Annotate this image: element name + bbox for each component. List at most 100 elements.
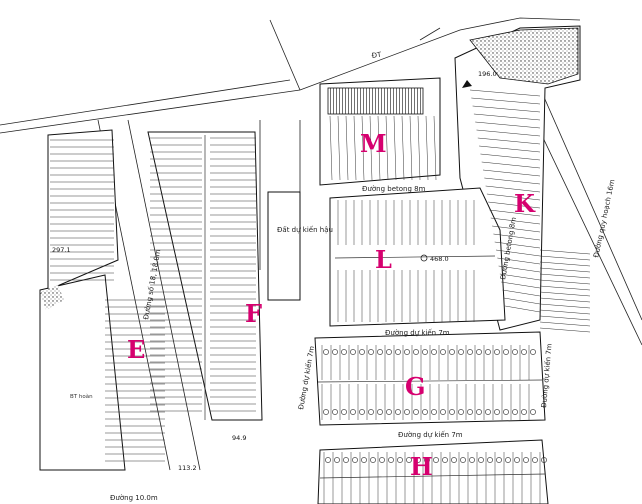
lot-marker — [478, 457, 484, 463]
lot-divider — [353, 115, 357, 181]
road-label-du-kien-bottom: Đường dự kiến 7m — [398, 431, 463, 439]
lot-divider — [393, 115, 397, 181]
lot-marker — [440, 409, 446, 415]
lot-divider — [503, 297, 541, 305]
lot-marker — [323, 409, 329, 415]
lot-marker — [422, 349, 428, 355]
lot-marker — [379, 457, 385, 463]
lot-marker — [458, 349, 464, 355]
zone-g: G — [405, 372, 426, 401]
lot-marker — [332, 349, 338, 355]
lot-marker — [350, 409, 356, 415]
lot-divider — [505, 305, 541, 313]
lot-divider — [337, 115, 341, 181]
lot-marker — [469, 457, 475, 463]
lot-divider — [539, 255, 591, 261]
lot-divider — [539, 297, 591, 303]
road-label-betong-top: Đường betong 8m — [362, 185, 426, 193]
area-f-lot: 94.9 — [232, 434, 246, 442]
lot-marker — [476, 349, 482, 355]
lot-divider — [319, 473, 546, 479]
area-l-center: 468.0 — [430, 255, 449, 263]
road-label-dt: ĐT — [371, 51, 382, 60]
lot-divider — [498, 265, 541, 273]
lot-marker — [449, 409, 455, 415]
road-label-quy-hoach: Đường quy hoạch 16m — [592, 179, 616, 259]
lot-divider — [490, 217, 541, 225]
lot-marker — [352, 457, 358, 463]
lot-divider — [539, 249, 591, 255]
lot-divider — [479, 145, 541, 153]
lot-marker — [406, 457, 412, 463]
lot-divider — [471, 97, 541, 105]
lot-marker — [361, 457, 367, 463]
bt-house-label: BT hoàn — [70, 393, 93, 400]
lot-divider — [477, 137, 541, 145]
lot-marker — [512, 349, 518, 355]
lot-divider — [476, 129, 541, 137]
lot-marker — [377, 409, 383, 415]
lot-marker — [422, 409, 428, 415]
lot-marker — [494, 409, 500, 415]
lot-divider — [473, 113, 541, 121]
lot-divider — [369, 115, 373, 181]
lot-marker — [451, 457, 457, 463]
lot-divider — [377, 115, 381, 181]
lot-divider — [317, 379, 543, 383]
lot-marker — [485, 409, 491, 415]
lot-divider — [539, 321, 591, 327]
lot-marker — [368, 409, 374, 415]
zone-letter-group: M K L F E G H — [127, 129, 536, 481]
lot-grid — [50, 89, 591, 504]
lot-divider — [334, 255, 496, 259]
lot-divider — [494, 241, 541, 249]
lot-marker — [476, 409, 482, 415]
lot-marker — [494, 349, 500, 355]
lot-divider — [488, 201, 541, 209]
lot-marker — [341, 409, 347, 415]
black-wedge — [462, 80, 472, 88]
lot-marker — [388, 457, 394, 463]
lot-marker — [530, 349, 536, 355]
lot-marker — [386, 349, 392, 355]
lot-divider — [499, 273, 541, 281]
lot-divider — [401, 115, 405, 181]
lot-divider — [539, 285, 591, 291]
lot-divider — [489, 209, 541, 217]
lot-marker — [532, 457, 538, 463]
lot-divider — [539, 261, 591, 267]
zone-m: M — [360, 129, 387, 158]
lot-marker — [512, 409, 518, 415]
lot-divider — [385, 115, 389, 181]
lot-marker — [424, 457, 430, 463]
lot-marker — [359, 409, 365, 415]
lot-marker — [368, 349, 374, 355]
lot-divider — [502, 289, 541, 297]
lot-marker — [415, 457, 421, 463]
area-k-top: 196.0 — [478, 70, 497, 78]
road-label-du-kien-mid: Đường dự kiến 7m — [385, 329, 450, 337]
lot-marker — [541, 457, 547, 463]
lot-marker — [397, 457, 403, 463]
lot-marker — [460, 457, 466, 463]
lot-marker — [325, 457, 331, 463]
lot-marker — [467, 409, 473, 415]
lot-divider — [484, 177, 541, 185]
lot-divider — [345, 115, 349, 181]
zone-h: H — [410, 452, 433, 481]
road-label-du-kien-vleft: Đường dự kiến 7m — [297, 345, 316, 410]
lot-marker — [431, 409, 437, 415]
lot-divider — [361, 115, 365, 181]
hatched-area — [327, 87, 424, 115]
big-lot-labels: 468.0 196.0 297.1 113.2 94.9 BT hoàn — [52, 70, 497, 472]
lot-divider — [539, 327, 591, 333]
lot-marker — [386, 409, 392, 415]
lot-divider — [475, 121, 541, 129]
zone-f: F — [245, 299, 262, 328]
lot-divider — [539, 267, 591, 273]
lot-marker — [332, 409, 338, 415]
dotted-area-top — [469, 27, 579, 85]
lot-marker — [350, 349, 356, 355]
lot-marker — [359, 349, 365, 355]
